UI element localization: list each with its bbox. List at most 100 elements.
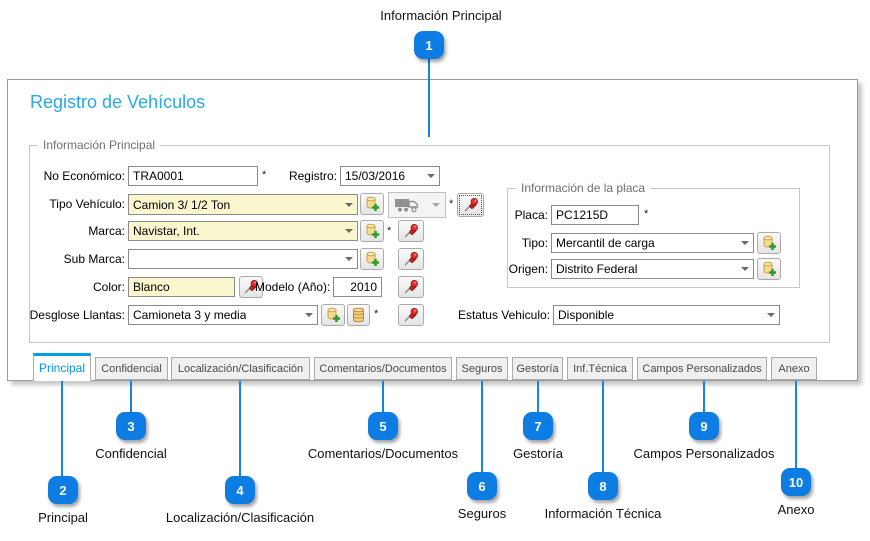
- database-icon: [353, 307, 364, 323]
- callout-label-informacion-tecnica: Información Técnica: [544, 506, 662, 521]
- placa-legend: Información de la placa: [516, 181, 651, 195]
- required-marker: *: [374, 308, 379, 320]
- callout-label-seguros: Seguros: [457, 506, 507, 521]
- pin-modelo-button[interactable]: [398, 276, 424, 298]
- placa-label: Placa:: [514, 208, 548, 222]
- callout-label-campos-personalizados: Campos Personalizados: [633, 446, 775, 461]
- add-desglose-llantas-button[interactable]: [321, 304, 345, 326]
- callout-line-4: [239, 381, 241, 476]
- dropdown-arrow-icon: [305, 313, 313, 317]
- tab-gestoria[interactable]: Gestoría: [512, 357, 563, 380]
- add-tipo-vehiculo-button[interactable]: [360, 193, 384, 215]
- page-title: Registro de Vehículos: [30, 92, 206, 112]
- pin-color-button[interactable]: [239, 276, 263, 298]
- desglose-llantas-combobox[interactable]: Camioneta 3 y media: [128, 305, 318, 325]
- callout-badge-2: 2: [48, 476, 78, 504]
- add-record-icon: [366, 196, 379, 211]
- dropdown-arrow-icon: [741, 241, 749, 245]
- tab-anexo[interactable]: Anexo: [771, 357, 817, 380]
- callout-line-3: [130, 381, 132, 412]
- callout-line-8: [602, 381, 604, 472]
- color-input[interactable]: [128, 277, 235, 297]
- add-record-icon: [763, 235, 776, 250]
- tab-comentarios-documentos[interactable]: Comentarios/Documentos: [314, 357, 452, 380]
- pushpin-icon: [244, 279, 258, 294]
- pin-tipo-vehiculo-button[interactable]: [457, 193, 484, 217]
- required-marker: *: [644, 208, 649, 220]
- callout-badge-4: 4: [225, 476, 255, 504]
- vehicle-image-dropdown[interactable]: [388, 192, 446, 218]
- registro-date-combobox[interactable]: 15/03/2016: [340, 166, 440, 186]
- no-economico-input[interactable]: [128, 166, 258, 186]
- callout-line-6: [481, 381, 483, 472]
- dropdown-arrow-icon: [345, 202, 353, 207]
- pin-sub-marca-button[interactable]: [398, 248, 424, 270]
- tab-campos-personalizados[interactable]: Campos Personalizados: [637, 357, 767, 380]
- dropdown-arrow-icon: [741, 267, 749, 271]
- add-marca-button[interactable]: [360, 220, 384, 242]
- add-record-icon: [327, 307, 340, 322]
- pushpin-icon: [404, 307, 418, 322]
- marca-label: Marca:: [88, 224, 125, 238]
- placa-origen-combobox[interactable]: Distrito Federal: [551, 259, 754, 279]
- marca-combobox[interactable]: Navistar, Int.: [128, 221, 358, 241]
- dropdown-arrow-icon: [432, 203, 440, 207]
- callout-label-anexo: Anexo: [777, 502, 815, 517]
- truck-icon: [395, 198, 419, 212]
- callout-label-informacion-principal: Información Principal: [380, 8, 502, 23]
- add-record-icon: [366, 223, 379, 238]
- add-sub-marca-button[interactable]: [360, 248, 384, 270]
- callout-line-10: [795, 381, 797, 468]
- sub-marca-combobox[interactable]: [128, 249, 358, 269]
- placa-tipo-label: Tipo:: [521, 236, 548, 250]
- dropdown-arrow-icon: [345, 257, 353, 261]
- placa-tipo-combobox[interactable]: Mercantil de carga: [551, 233, 754, 253]
- tipo-vehiculo-label: Tipo Vehículo:: [49, 197, 125, 211]
- registro-label: Registro:: [288, 169, 337, 183]
- callout-line-2: [61, 381, 63, 476]
- tab-localizacion-clasificacion[interactable]: Localización/Clasificación: [171, 357, 310, 380]
- required-marker: *: [449, 198, 454, 210]
- callout-line-1: [428, 59, 430, 137]
- callout-badge-10: 10: [781, 468, 811, 496]
- add-record-icon: [366, 251, 379, 266]
- add-placa-tipo-button[interactable]: [757, 232, 781, 254]
- tab-seguros[interactable]: Seguros: [456, 357, 508, 380]
- add-record-icon: [763, 261, 776, 276]
- callout-line-5: [382, 381, 384, 412]
- pin-desglose-llantas-button[interactable]: [398, 304, 424, 326]
- no-economico-label: No Económico:: [43, 169, 125, 183]
- placa-input[interactable]: [551, 205, 639, 225]
- pushpin-icon: [404, 279, 418, 294]
- dropdown-arrow-icon: [427, 174, 435, 178]
- tipo-vehiculo-combobox[interactable]: Camion 3/ 1/2 Ton: [128, 194, 358, 215]
- callout-badge-8: 8: [588, 472, 618, 500]
- callout-label-comentarios-documentos: Comentarios/Documentos: [307, 446, 459, 461]
- sub-marca-label: Sub Marca:: [63, 252, 125, 266]
- tab-principal[interactable]: Principal: [33, 353, 91, 381]
- color-label: Color:: [92, 280, 125, 294]
- desglose-llantas-label: Desglose Llantas:: [29, 308, 125, 322]
- modelo-input[interactable]: [333, 277, 382, 297]
- pushpin-icon: [404, 223, 418, 238]
- required-marker: *: [387, 225, 392, 237]
- pushpin-icon: [464, 197, 478, 212]
- callout-badge-5: 5: [368, 412, 398, 440]
- callout-label-gestoria: Gestoría: [513, 446, 563, 461]
- estatus-vehiculo-combobox[interactable]: Disponible: [553, 305, 780, 325]
- placa-origen-label: Origen:: [508, 262, 548, 276]
- tab-inf-tecnica[interactable]: Inf.Técnica: [567, 357, 633, 380]
- pin-marca-button[interactable]: [398, 220, 424, 242]
- modelo-label: Modelo (Año):: [255, 280, 331, 294]
- callout-line-7: [537, 381, 539, 412]
- callout-label-principal: Principal: [38, 510, 88, 525]
- main-info-legend: Información Principal: [38, 138, 161, 152]
- callout-badge-7: 7: [523, 412, 553, 440]
- estatus-vehiculo-label: Estatus Vehiculo:: [457, 308, 550, 322]
- add-placa-origen-button[interactable]: [757, 258, 781, 280]
- callout-badge-1: 1: [414, 31, 444, 59]
- desglose-llantas-detail-button[interactable]: [347, 304, 370, 326]
- callout-label-localizacion-clasificacion: Localización/Clasificación: [165, 510, 315, 525]
- tab-confidencial[interactable]: Confidencial: [95, 357, 168, 380]
